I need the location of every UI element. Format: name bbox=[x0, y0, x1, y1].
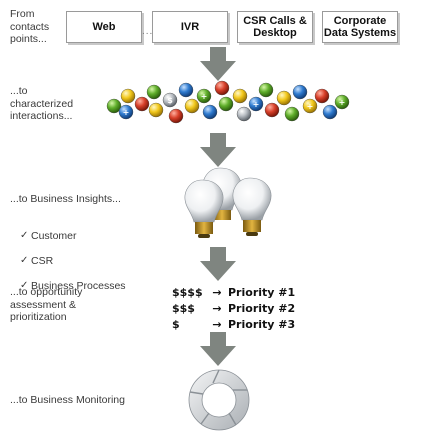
svg-text:+: + bbox=[201, 92, 208, 101]
svg-text:+: + bbox=[307, 102, 314, 111]
insights-item: ✓Customer bbox=[20, 230, 77, 242]
monitoring-cycle-icon bbox=[188, 369, 250, 431]
arrow-right-icon: → bbox=[212, 302, 222, 315]
label-monitoring: ...to Business Monitoring bbox=[10, 394, 125, 406]
svg-text:+: + bbox=[339, 98, 346, 107]
insights-title: ...to Business Insights... bbox=[10, 192, 121, 205]
priority-money: $$$$ bbox=[172, 286, 203, 299]
down-arrow-icon bbox=[200, 247, 236, 281]
arrow-right-icon: → bbox=[212, 318, 222, 331]
label-from-contacts: From contacts points... bbox=[10, 8, 50, 45]
priority-row: $ → Priority #3 bbox=[172, 318, 295, 331]
check-icon: ✓ bbox=[20, 230, 29, 241]
down-arrow-icon bbox=[200, 332, 236, 366]
priority-row: $$$$ → Priority #1 bbox=[172, 286, 295, 299]
source-ivr-box: IVR bbox=[152, 11, 228, 43]
svg-text:$: $ bbox=[167, 96, 173, 105]
label-business-insights: ...to Business Insights... ✓Customer ✓CS… bbox=[10, 180, 126, 318]
check-icon: ✓ bbox=[20, 280, 29, 291]
arrow-right-icon: → bbox=[212, 286, 222, 299]
source-corporate-box: Corporate Data Systems bbox=[322, 11, 398, 43]
insights-item: ✓CSR bbox=[20, 255, 54, 267]
label-opportunity: ...to opportunity assessment & prioritiz… bbox=[10, 286, 83, 323]
priority-money: $ bbox=[172, 318, 180, 331]
dots-separator: ... bbox=[142, 26, 154, 37]
insights-item: ✓Business Processes bbox=[20, 280, 126, 292]
lightbulbs-icon bbox=[184, 167, 272, 238]
interaction-spheres-icon: + $ + + + + bbox=[106, 80, 350, 124]
source-csr-box: CSR Calls & Desktop bbox=[237, 11, 313, 43]
check-icon: ✓ bbox=[20, 255, 29, 266]
down-arrow-icon bbox=[200, 47, 236, 81]
label-interactions: ...to characterized interactions... bbox=[10, 85, 74, 122]
priority-label: Priority #1 bbox=[228, 286, 296, 299]
down-arrow-icon bbox=[200, 133, 236, 167]
svg-text:+: + bbox=[253, 100, 260, 109]
priority-money: $$$ bbox=[172, 302, 195, 315]
priority-row: $$$ → Priority #2 bbox=[172, 302, 295, 315]
source-web-box: Web bbox=[66, 11, 142, 43]
insights-list: ✓Customer ✓CSR ✓Business Processes bbox=[10, 218, 126, 306]
svg-text:+: + bbox=[123, 108, 130, 117]
priority-label: Priority #2 bbox=[228, 302, 296, 315]
priority-label: Priority #3 bbox=[228, 318, 296, 331]
